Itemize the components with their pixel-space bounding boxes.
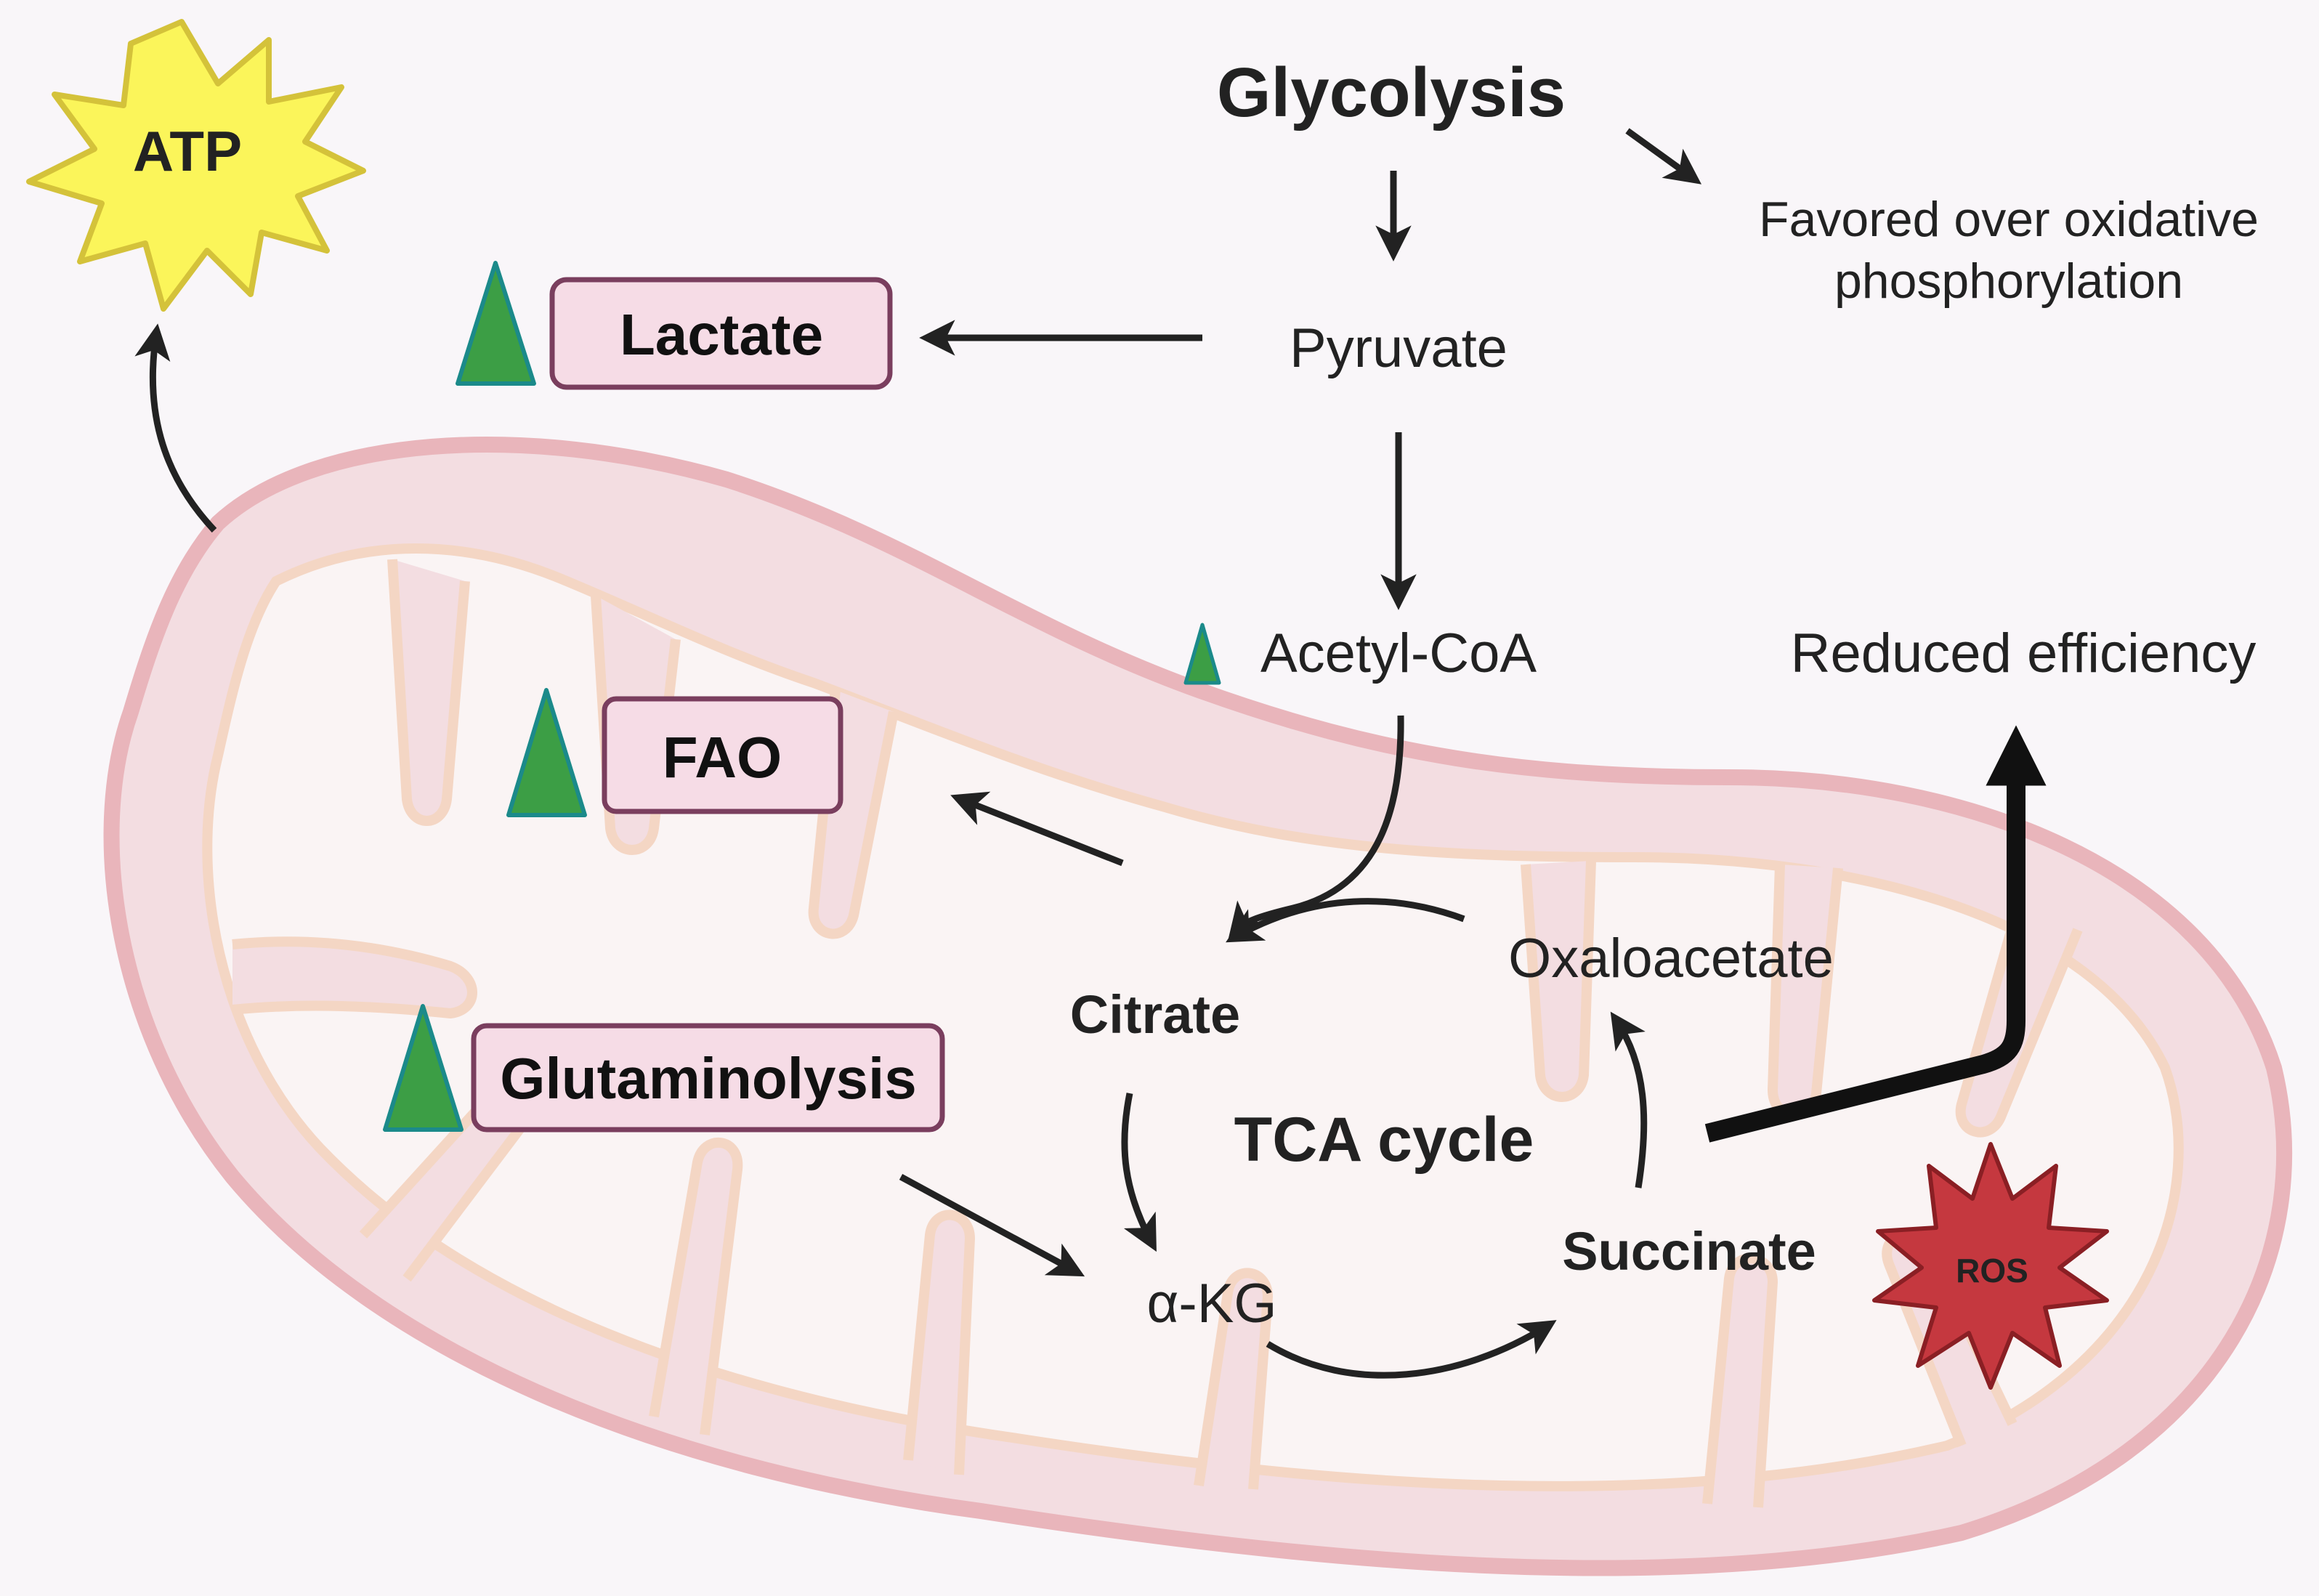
akg-to-succinate-arrow bbox=[1266, 1320, 1557, 1379]
glutaminolysis-label: Glutaminolysis bbox=[500, 1046, 916, 1111]
lactate-label: Lactate bbox=[620, 302, 823, 367]
alpha-kg-label: α-KG bbox=[1146, 1273, 1276, 1334]
pyruvate-label: Pyruvate bbox=[1290, 317, 1507, 379]
fao-group: FAO bbox=[506, 688, 843, 817]
citrate-label: Citrate bbox=[1070, 984, 1240, 1045]
fao-increase-icon bbox=[506, 688, 587, 817]
ros-label: ROS bbox=[1956, 1252, 2028, 1289]
succinate-label: Succinate bbox=[1562, 1221, 1816, 1281]
atp-label: ATP bbox=[133, 119, 242, 183]
lactate-box bbox=[549, 277, 893, 390]
citrate-to-akg-arrow bbox=[1121, 1093, 1157, 1252]
oxaloacetate-label: Oxaloacetate bbox=[1508, 928, 1834, 989]
fao-box bbox=[602, 696, 843, 814]
lactate-group: Lactate bbox=[456, 261, 893, 390]
tca-cycle-label: TCA cycle bbox=[1234, 1105, 1534, 1175]
glutaminolysis-box bbox=[471, 1023, 945, 1133]
glycolysis-to-note-arrow bbox=[1625, 128, 1702, 185]
oxaloacetate-to-citrate-arrow bbox=[1226, 898, 1465, 943]
glycolysis-title: Glycolysis bbox=[1217, 54, 1566, 131]
fao-label: FAO bbox=[663, 725, 782, 790]
glutaminolysis-to-akg-arrow bbox=[899, 1174, 1085, 1277]
tca-to-fao-arrow bbox=[950, 791, 1124, 867]
atp-arrow bbox=[134, 323, 217, 533]
atp-burst-icon bbox=[26, 19, 366, 312]
glutaminolysis-group: Glutaminolysis bbox=[383, 1004, 945, 1133]
glutaminolysis-increase-icon bbox=[383, 1004, 464, 1132]
note-line-1: Favored over oxidative bbox=[1759, 192, 2259, 247]
acetylcoa-label: Acetyl-CoA bbox=[1260, 623, 1537, 684]
succinate-to-oxaloacetate-arrow bbox=[1610, 1011, 1648, 1188]
lactate-increase-icon bbox=[456, 261, 536, 386]
reduced-efficiency-label: Reduced efficiency bbox=[1791, 623, 2257, 684]
ros-burst-icon bbox=[1872, 1142, 2109, 1390]
acetylcoa-increase-icon bbox=[1183, 623, 1221, 685]
note-line-2: phosphorylation bbox=[1834, 254, 2183, 309]
succinate-to-reduced-efficiency-arrow bbox=[1704, 725, 2047, 1143]
